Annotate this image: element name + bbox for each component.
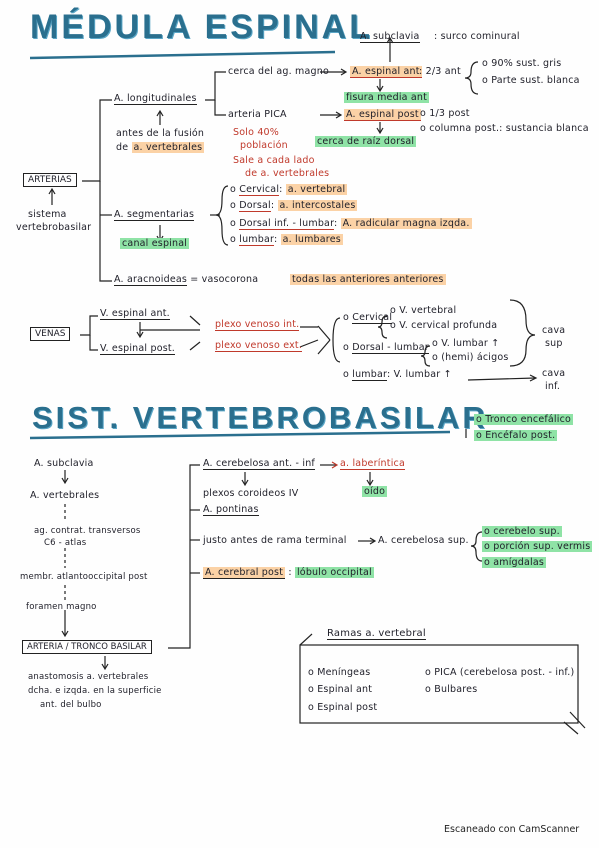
segmentarias-label: A. segmentarias xyxy=(114,209,195,221)
arteria-pica-label: arteria PICA xyxy=(228,109,287,120)
seg-lumbar: o lumbar: a. lumbares xyxy=(230,234,343,246)
canal-espinal-label: canal espinal xyxy=(120,238,190,249)
vb-subclavia-label: A. subclavia xyxy=(34,458,94,469)
rama-meningeas: o Meníngeas xyxy=(308,667,371,678)
tercio-post-label: o 1/3 post xyxy=(420,108,470,119)
dos-tercios-label: : 2/3 ant xyxy=(419,66,461,77)
aracnoideas-line: A. aracnoideas = vasocorona xyxy=(114,274,259,286)
sale-vertebrales-label: de a. vertebrales xyxy=(245,168,330,179)
cerebral-post-line: A. cerebral post : lóbulo occipital xyxy=(203,567,374,579)
sale-lado-label: Sale a cada lado xyxy=(233,155,315,166)
v-cervical: o Cervical xyxy=(343,312,393,324)
sistema-label-2: vertebrobasilar xyxy=(16,222,92,233)
cava-sup-2: sup xyxy=(545,338,563,349)
rama-pica: o PICA (cerebelosa post. - inf.) xyxy=(425,667,575,678)
a-subclavia-label: A. subclavia xyxy=(360,31,420,43)
todas-anteriores-label: todas las anteriores anteriores xyxy=(290,274,446,285)
amigdalas-label: o amígdalas xyxy=(482,557,547,568)
columna-post-label: o columna post.: sustancia blanca xyxy=(420,123,589,134)
solo-40-label: Solo 40% xyxy=(233,127,280,138)
section-title-vb: SIST. VERTEBROBASILAR xyxy=(32,400,488,435)
cerca-magno-label: cerca del ag. magno xyxy=(228,66,329,77)
fisura-label: fisura media ant xyxy=(344,92,430,103)
oido-label: oído xyxy=(362,486,388,497)
plexo-ext-label: plexo venoso ext. xyxy=(215,340,303,352)
rama-espinal-ant: o Espinal ant xyxy=(308,684,373,695)
rama-espinal-post: o Espinal post xyxy=(308,702,378,713)
seg-dorsal-inf: o Dorsal inf. - lumbar: A. radicular mag… xyxy=(230,218,472,230)
v-vertebral-label: o V. vertebral xyxy=(390,305,457,316)
v-espinal-post-label: V. espinal post. xyxy=(100,343,176,355)
foramen-label: foramen magno xyxy=(26,602,97,612)
parte-blanca-label: o Parte sust. blanca xyxy=(482,75,580,86)
noventa-label: o 90% sust. gris xyxy=(482,58,562,69)
cerebelosa-ai-label: A. cerebelosa ant. - inf xyxy=(203,458,315,470)
anastomosis-3: ant. del bulbo xyxy=(40,700,102,710)
cerca-raiz-label: cerca de raíz dorsal xyxy=(315,136,417,147)
laberintica-label: a. laberíntica xyxy=(340,458,405,470)
surco-label: : surco cominural xyxy=(434,31,520,42)
antes-fusion-1: antes de la fusión xyxy=(116,128,205,139)
membrana-label: membr. atlantooccipital post xyxy=(20,572,148,582)
cava-sup-1: cava xyxy=(542,325,566,336)
longitudinales-label: A. longitudinales xyxy=(114,93,197,105)
cava-inf-2: inf. xyxy=(545,381,561,392)
pontinas-label: A. pontinas xyxy=(203,504,259,516)
cava-inf-1: cava xyxy=(542,368,566,379)
ag-transversos-label: ag. contrat. transversos xyxy=(34,526,141,536)
footer-watermark: Escaneado con CamScanner xyxy=(444,824,580,835)
espinal-post-label: A. espinal post xyxy=(344,109,421,121)
sistema-label-1: sistema xyxy=(28,209,67,220)
antes-fusion-2: de a. vertebrales xyxy=(116,142,205,153)
cerebelo-sup-label: o cerebelo sup. xyxy=(482,526,562,537)
page-title: MÉDULA ESPINAL xyxy=(30,8,373,46)
arterias-box: ARTERIAS xyxy=(23,173,77,187)
ramas-title: Ramas a. vertebral xyxy=(327,628,426,640)
v-espinal-ant-label: V. espinal ant. xyxy=(100,308,170,320)
anastomosis-1: anastomosis a. vertebrales xyxy=(28,672,149,682)
plexo-int-label: plexo venoso int. xyxy=(215,319,300,331)
justo-antes-label: justo antes de rama terminal xyxy=(203,535,347,546)
vb-vertebrales-label: A. vertebrales xyxy=(30,490,100,501)
v-lumbar-up-label: o V. lumbar ↑ xyxy=(432,338,500,349)
poblacion-label: población xyxy=(240,140,288,151)
encefalo-post-label: o Encéfalo post. xyxy=(474,430,558,441)
anastomosis-2: dcha. e izqda. en la superficie xyxy=(28,686,162,696)
v-cervical-prof-label: o V. cervical profunda xyxy=(390,320,498,331)
venas-box: VENAS xyxy=(30,327,71,341)
seg-cervical: o Cervical: a. vertebral xyxy=(230,184,348,196)
espinal-ant-label: A. espinal ant xyxy=(350,66,422,78)
plexos-label: plexos coroideos IV xyxy=(203,488,299,499)
c6-atlas-label: C6 - atlas xyxy=(44,538,87,548)
v-dorsal-lumbar: o Dorsal - lumbar xyxy=(343,342,429,354)
cerebelosa-sup-label: A. cerebelosa sup. xyxy=(378,535,469,546)
v-hemi-label: o (hemi) ácigos xyxy=(432,352,509,363)
rama-bulbares: o Bulbares xyxy=(425,684,478,695)
tronco-basilar-box: ARTERIA / TRONCO BASILAR xyxy=(22,640,152,654)
seg-dorsal: o Dorsal: a. intercostales xyxy=(230,200,358,212)
v-lumbar2: o lumbar: V. lumbar ↑ xyxy=(343,369,452,381)
tronco-encefalico-label: o Tronco encefálico xyxy=(474,414,574,425)
porcion-sup-label: o porción sup. vermis xyxy=(482,541,593,552)
